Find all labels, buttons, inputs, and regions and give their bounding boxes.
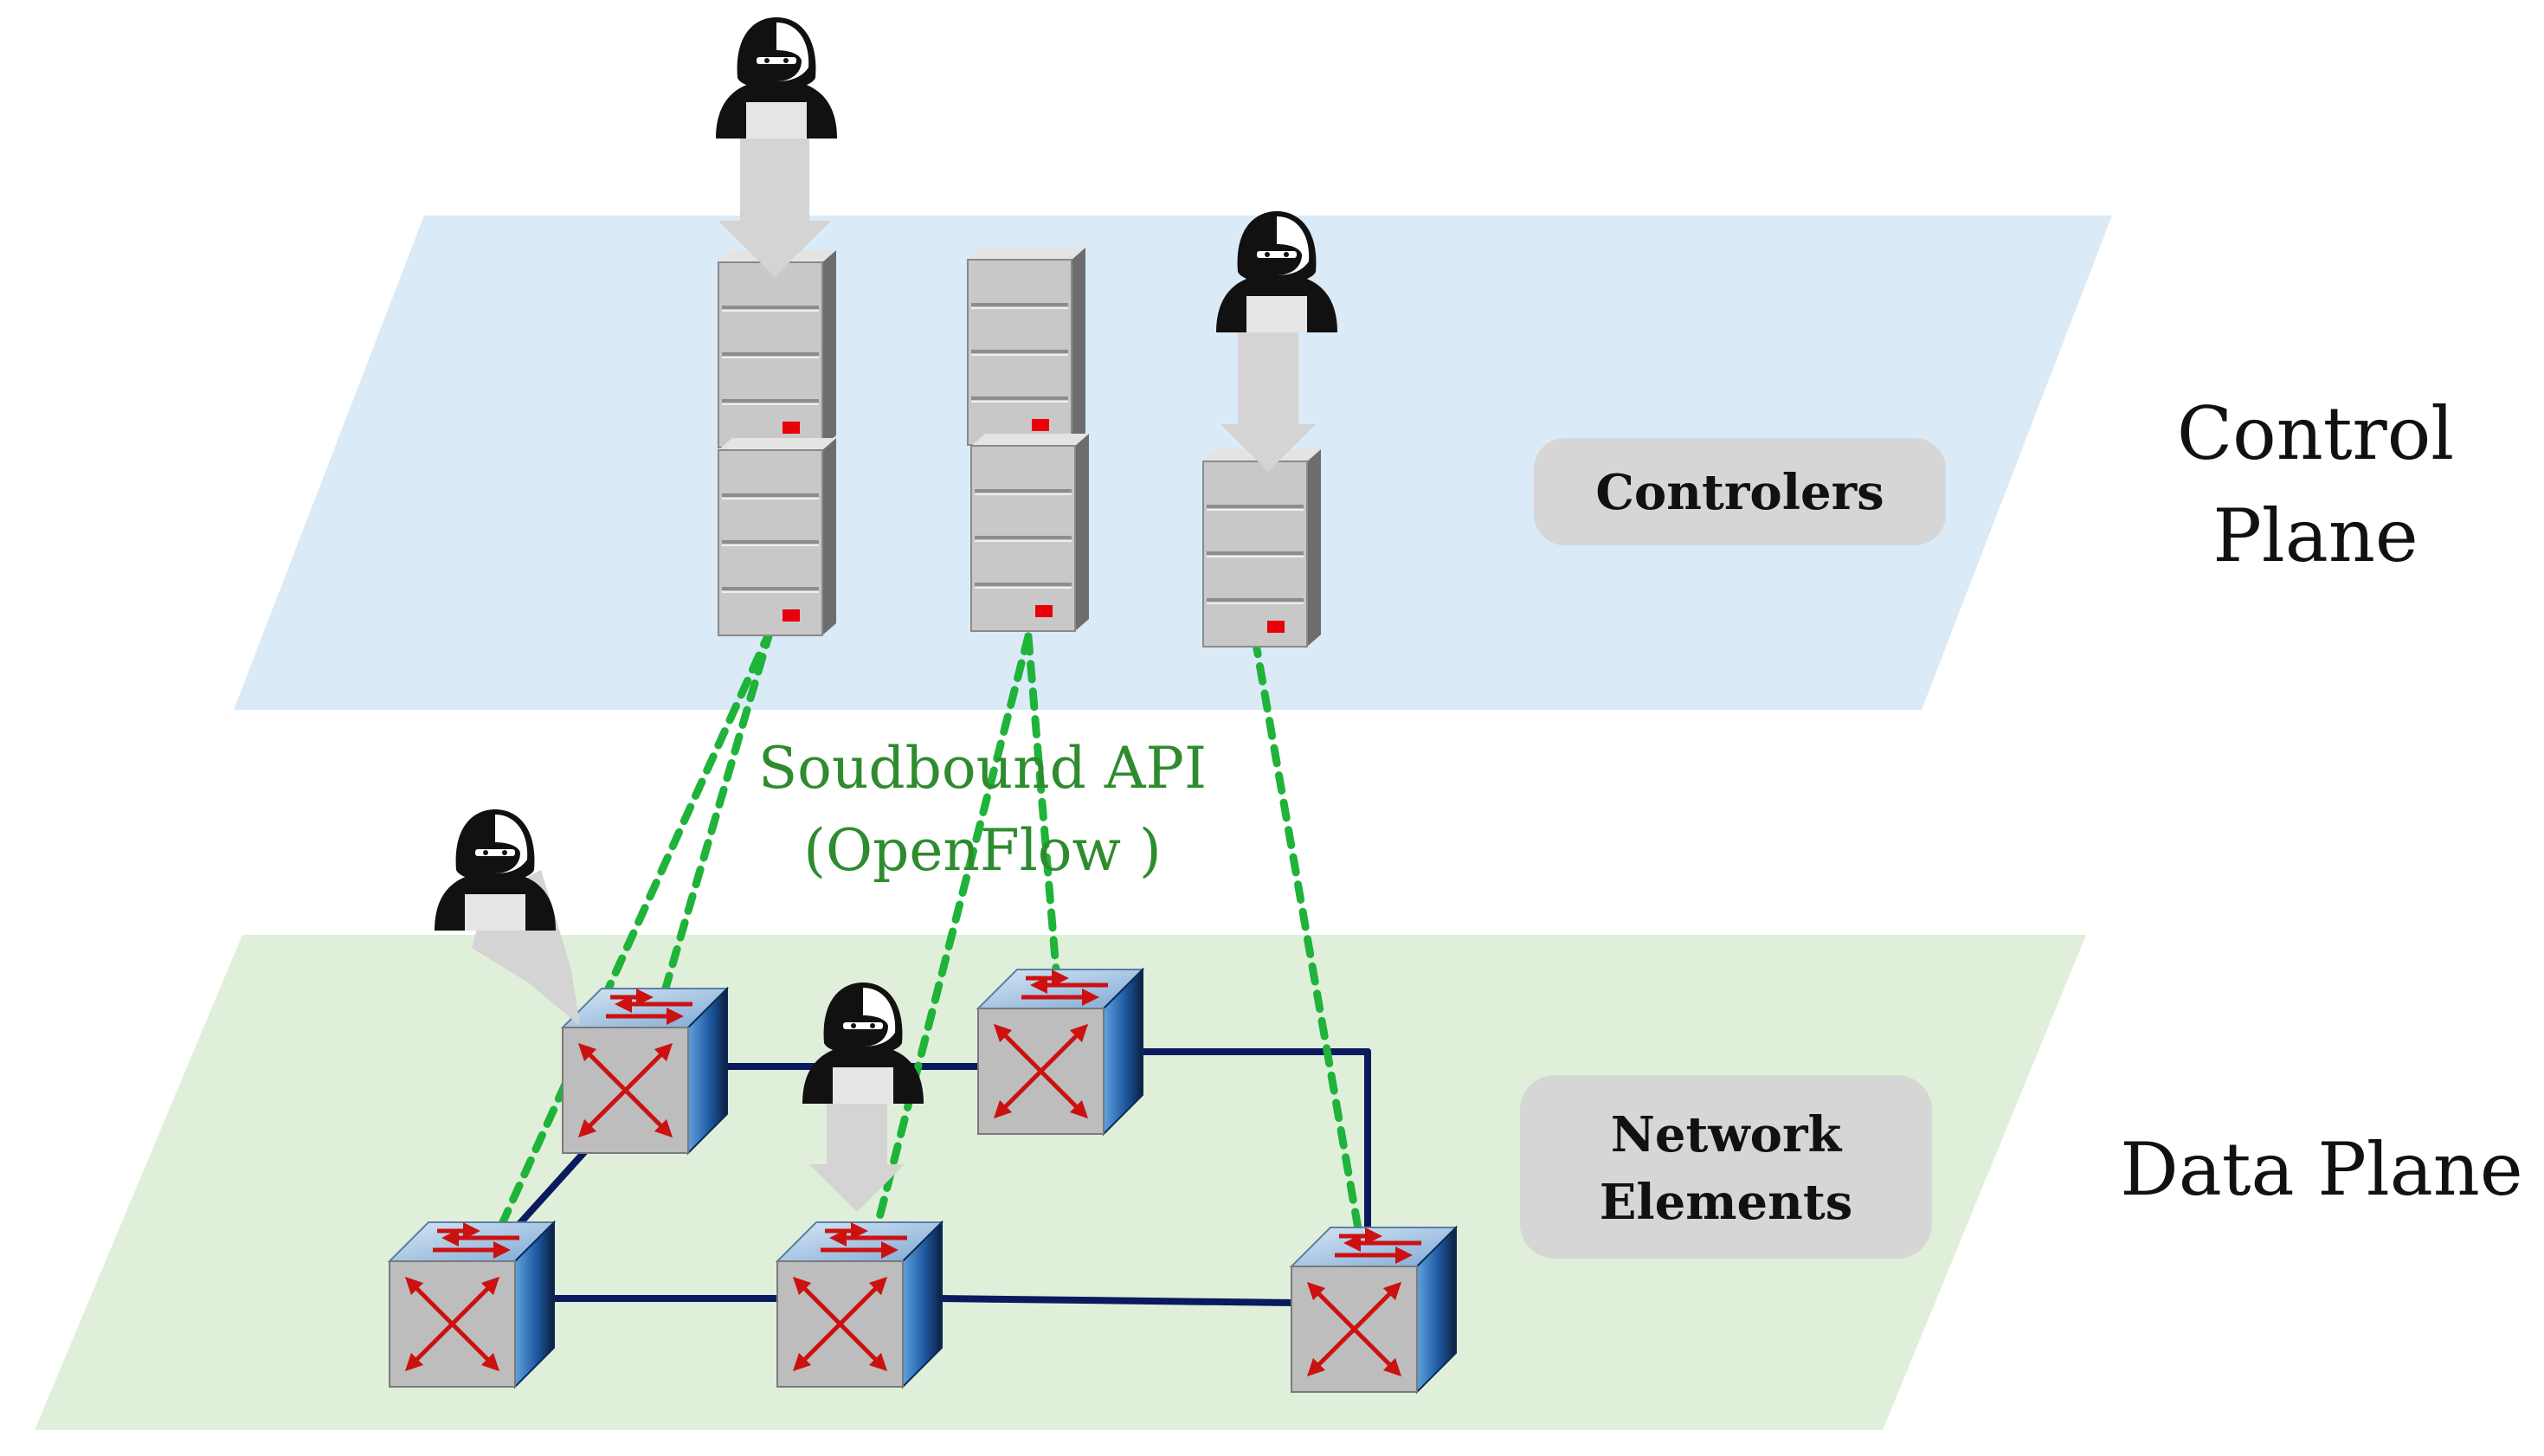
server-icon (966, 246, 1087, 447)
network-elements-label-line1: Network (1611, 1106, 1843, 1163)
southbound-api-link (493, 626, 775, 1238)
network-elements-label-box (1520, 1075, 1932, 1259)
server-icon (717, 248, 838, 449)
control-plane (234, 216, 2112, 710)
network-switch-icon (1291, 1227, 1456, 1392)
network-switch-icon (978, 970, 1143, 1134)
network-elements-label-line2: Elements (1600, 1174, 1853, 1231)
server-icon (969, 432, 1091, 633)
api-label-line1: Soudbound API (758, 735, 1207, 802)
southbound-api-link (870, 632, 1033, 1242)
control-plane-label-line1: Control (2177, 391, 2454, 476)
southbound-api-link (658, 626, 775, 1004)
hooded-hacker-icon (435, 809, 556, 931)
controllers-label: Controlers (1595, 464, 1884, 521)
hooded-hacker-icon (716, 17, 837, 139)
network-switch-icon (563, 989, 727, 1153)
network-switch-icon (390, 1222, 554, 1387)
southbound-api-link (1024, 632, 1060, 974)
southbound-api-link (1251, 635, 1363, 1238)
network-switch-icon (777, 1222, 942, 1387)
network-link (507, 1139, 596, 1237)
server-icon (1201, 448, 1323, 648)
controllers-label-box (1534, 438, 1946, 545)
server-icon (717, 436, 838, 637)
southbound-api-links (493, 626, 1363, 1242)
control-plane-label-line2: Plane (2212, 493, 2418, 578)
network-link (936, 1295, 1298, 1306)
data-plane-label: Data Plane (2120, 1127, 2522, 1212)
api-label-line2: (OpenFlow ) (803, 817, 1162, 884)
